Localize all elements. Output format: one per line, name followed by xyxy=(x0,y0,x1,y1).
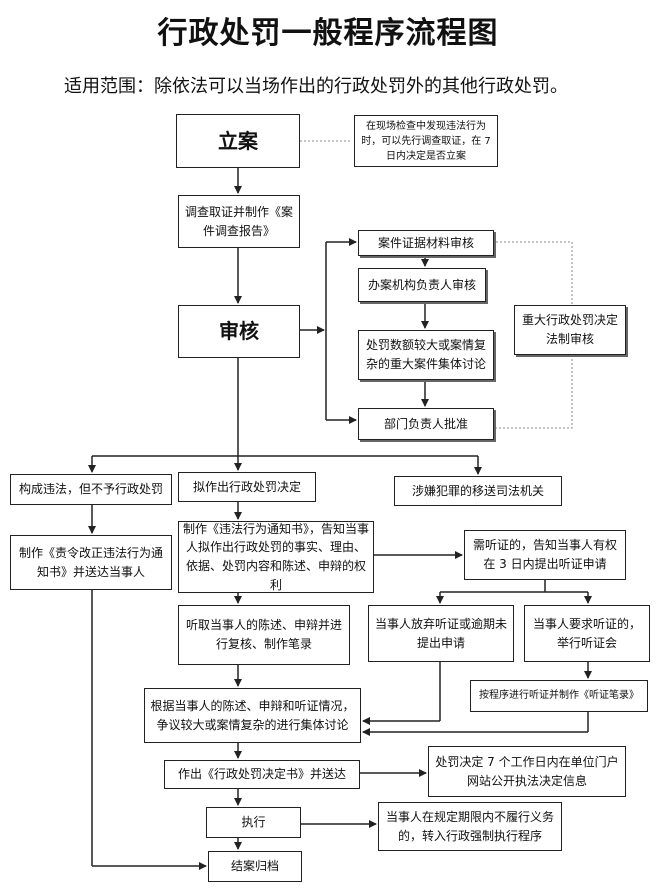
node-collective-discussion: 处罚数额较大或案情复杂的重大案件集体讨论 xyxy=(358,330,494,380)
node-hear-statement: 听取当事人的陈述、申辩并进行复核、制作笔录 xyxy=(178,605,350,665)
node-waive-hearing: 当事人放弃听证或逾期未提出申请 xyxy=(368,605,514,662)
node-transfer-judicial: 涉嫌犯罪的移送司法机关 xyxy=(394,476,562,506)
node-proposed-decision: 拟作出行政处罚决定 xyxy=(178,472,316,502)
node-legal-review: 重大行政处罚决定法制审核 xyxy=(514,305,626,355)
node-lian-note: 在现场检查中发现违法行为时，可以先行调查取证，在 7 日内决定是否立案 xyxy=(354,115,498,167)
node-execute: 执行 xyxy=(206,807,301,838)
node-correction-notice: 制作《责令改正违法行为通知书》并送达当事人 xyxy=(10,535,172,590)
scope-text: 适用范围：除依法可以当场作出的行政处罚外的其他行政处罚。 xyxy=(64,76,568,97)
node-investigate: 调查取证并制作《案件调查报告》 xyxy=(178,195,300,248)
node-review: 审核 xyxy=(178,305,300,358)
node-lian: 立案 xyxy=(176,114,300,168)
node-collective-discuss: 根据当事人的陈述、申辩和听证情况，争议较大或案情复杂的进行集体讨论 xyxy=(144,688,361,743)
node-hearing-record: 按程序进行听证并制作《听证笔录》 xyxy=(470,680,648,712)
node-dept-approve: 部门负责人批准 xyxy=(358,408,494,440)
node-no-penalty: 构成违法，但不予行政处罚 xyxy=(10,474,172,505)
node-decision: 作出《行政处罚决定书》并送达 xyxy=(164,760,360,789)
node-close-archive: 结案归档 xyxy=(208,851,302,882)
node-material-review: 案件证据材料审核 xyxy=(358,230,494,256)
node-enforcement: 当事人在规定期限内不履行义务的，转入行政强制执行程序 xyxy=(378,802,562,851)
page-title: 行政处罚一般程序流程图 xyxy=(157,16,499,51)
node-request-hearing: 当事人要求听证的，举行听证会 xyxy=(524,605,650,662)
node-dept-head-review: 办案机构负责人审核 xyxy=(358,268,486,302)
node-hearing-right: 需听证的，告知当事人有权在 3 日内提出听证申请 xyxy=(464,530,626,580)
node-publish: 处罚决定 7 个工作日内在单位门户网站公开执法决定信息 xyxy=(428,746,626,797)
node-violation-notice: 制作《违法行为通知书》，告知当事人拟作出行政处罚的事实、理由、依据、处罚内容和陈… xyxy=(178,521,374,593)
